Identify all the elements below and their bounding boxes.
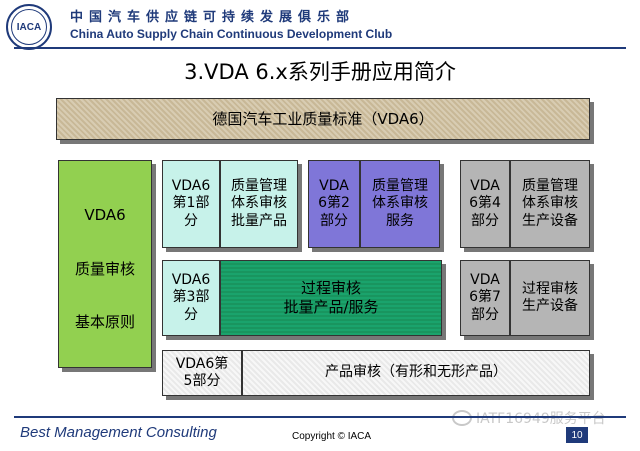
org-name-en: China Auto Supply Chain Continuous Devel… bbox=[70, 27, 393, 41]
part3-code: VDA6 第3部 分 bbox=[162, 260, 220, 336]
watermark: IATF16949服务平台 bbox=[452, 408, 606, 428]
iaca-logo: IACA bbox=[6, 4, 52, 50]
slide-title: 3.VDA 6.x系列手册应用简介 bbox=[184, 60, 456, 84]
part4-desc: 质量管理 体系审核 生产设备 bbox=[510, 160, 590, 248]
part2-desc: 质量管理 体系审核 服务 bbox=[360, 160, 440, 248]
left-line-2: 质量审核 bbox=[74, 259, 135, 278]
page-number: 10 bbox=[566, 427, 588, 443]
left-line-3: 基本原则 bbox=[74, 312, 135, 331]
part5-desc: 产品审核（有形和无形产品） bbox=[242, 350, 590, 396]
part5-code: VDA6第 5部分 bbox=[162, 350, 242, 396]
watermark-text: IATF16949服务平台 bbox=[476, 411, 606, 427]
part1-code: VDA6 第1部 分 bbox=[162, 160, 220, 248]
org-name-cn: 中国汽车供应链可持续发展俱乐部 bbox=[70, 10, 356, 25]
part2-code: VDA 6第2 部分 bbox=[308, 160, 360, 248]
part3-desc: 过程审核 批量产品/服务 bbox=[220, 260, 442, 336]
wechat-icon bbox=[452, 410, 472, 426]
part4-code: VDA 6第4 部分 bbox=[460, 160, 510, 248]
copyright: Copyright © IACA bbox=[292, 431, 372, 442]
vda6-principles-panel: VDA6 质量审核 基本原则 bbox=[58, 160, 152, 368]
footer-divider bbox=[14, 416, 626, 418]
part7-code: VDA 6第7 部分 bbox=[460, 260, 510, 336]
company-name: Best Management Consulting bbox=[20, 424, 217, 441]
logo-text: IACA bbox=[11, 9, 47, 45]
part1-desc: 质量管理 体系审核 批量产品 bbox=[220, 160, 298, 248]
header-divider bbox=[14, 47, 626, 49]
part7-desc: 过程审核 生产设备 bbox=[510, 260, 590, 336]
standard-banner: 德国汽车工业质量标准（VDA6） bbox=[56, 98, 590, 140]
left-line-1: VDA6 bbox=[84, 206, 126, 225]
